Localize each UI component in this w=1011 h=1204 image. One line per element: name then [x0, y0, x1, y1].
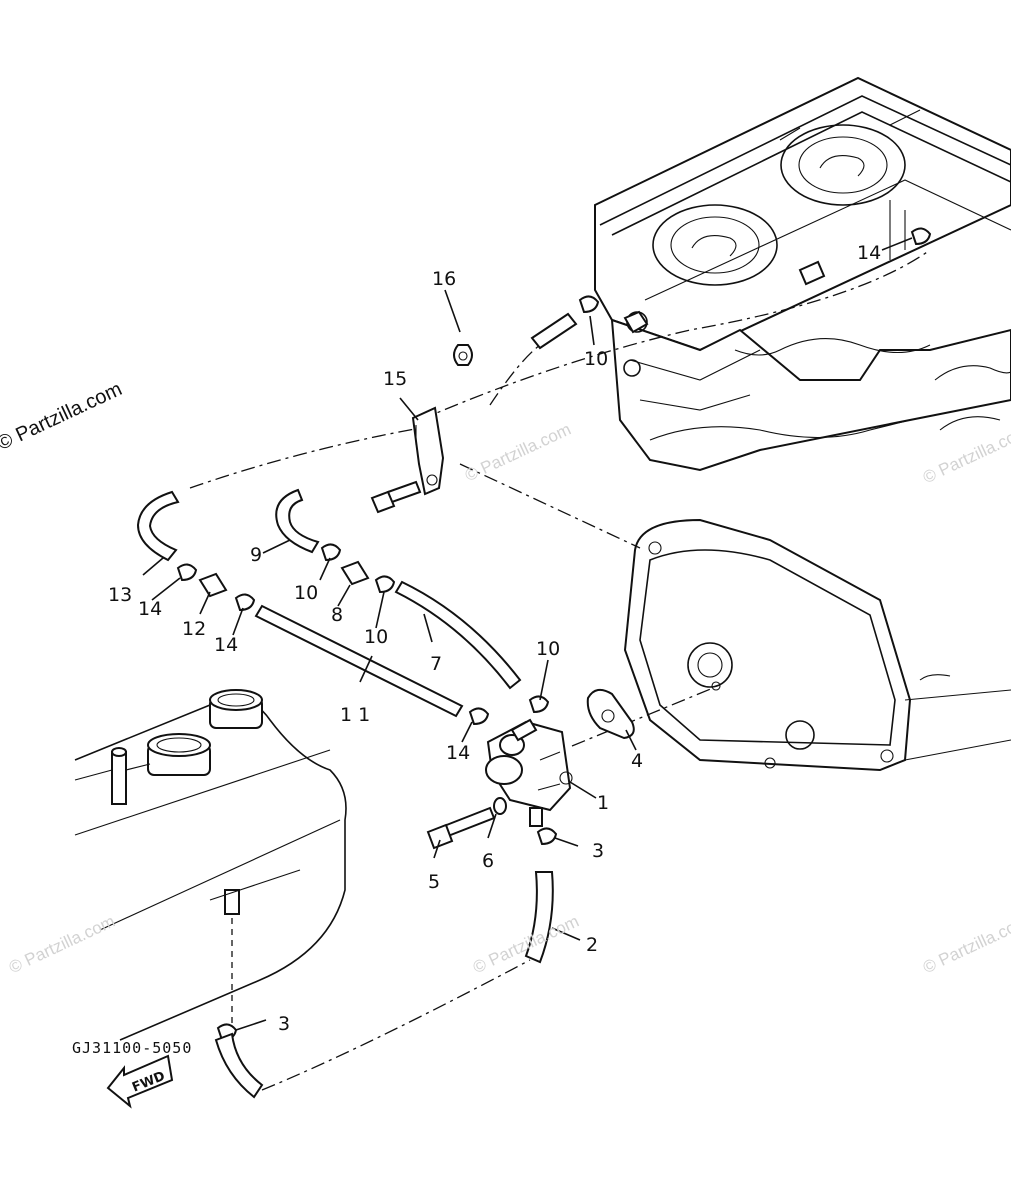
part-4-gasket	[586, 688, 635, 740]
engine-assembly	[594, 76, 1011, 472]
hose-upper	[530, 312, 578, 350]
callout-13[interactable]: 13	[108, 584, 133, 606]
part-7-hose	[394, 580, 522, 690]
part-14-clamp-b	[234, 593, 256, 612]
callout-8[interactable]: 8	[331, 604, 344, 626]
callout-5[interactable]: 5	[428, 871, 441, 893]
callout-10-a[interactable]: 10	[294, 582, 319, 604]
part-12-filter	[198, 572, 228, 598]
leader-lines	[142, 237, 913, 1031]
callout-6[interactable]: 6	[482, 850, 495, 872]
crankcase-cover	[623, 518, 1011, 772]
callout-11[interactable]: 1 1	[340, 704, 371, 726]
oil-tank	[74, 689, 347, 1041]
part-14-clamp-d	[910, 227, 932, 246]
part-13-hose	[136, 490, 180, 562]
part-9-hose	[275, 488, 320, 554]
callout-14-b[interactable]: 14	[214, 634, 239, 656]
callout-10-b[interactable]: 10	[364, 626, 389, 648]
part-8-filter	[340, 560, 370, 586]
callout-14-c[interactable]: 14	[446, 742, 471, 764]
callout-1[interactable]: 1	[597, 792, 610, 814]
callout-12[interactable]: 12	[182, 618, 207, 640]
part-1-oil-pump	[485, 718, 573, 827]
callout-14-a[interactable]: 14	[138, 598, 163, 620]
part-5-bolt	[426, 806, 496, 850]
callout-10-c[interactable]: 10	[536, 638, 561, 660]
callout-3-b[interactable]: 3	[278, 1013, 291, 1035]
part-14-clamp-a	[176, 563, 198, 582]
part-10-clamp-a	[320, 543, 342, 562]
diagram-code: GJ31100-5050	[72, 1039, 193, 1057]
callout-10-top[interactable]: 10	[584, 348, 609, 370]
callout-16[interactable]: 16	[432, 268, 457, 290]
callout-7[interactable]: 7	[430, 653, 443, 675]
callout-14-top[interactable]: 14	[857, 242, 882, 264]
fwd-arrow-icon: FWD	[106, 1054, 174, 1109]
part-10-clamp-b	[374, 575, 396, 594]
part-3-clamp-a	[536, 827, 558, 846]
part-14-clamp-c	[468, 707, 490, 726]
hose-lower	[214, 1032, 264, 1099]
callout-2[interactable]: 2	[586, 934, 599, 956]
part-15-bracket	[411, 406, 445, 496]
part-16-clamp	[453, 344, 473, 366]
part-10-clamp-top	[578, 295, 600, 314]
part-6-washer	[493, 797, 507, 815]
part-2-hose	[524, 871, 554, 964]
part-11-hose	[254, 604, 464, 718]
part-10-clamp-c	[528, 695, 550, 714]
callout-4[interactable]: 4	[631, 750, 644, 772]
bolt-near-15	[370, 480, 422, 514]
callout-9[interactable]: 9	[250, 544, 263, 566]
callout-3-a[interactable]: 3	[592, 840, 605, 862]
callout-15[interactable]: 15	[383, 368, 408, 390]
